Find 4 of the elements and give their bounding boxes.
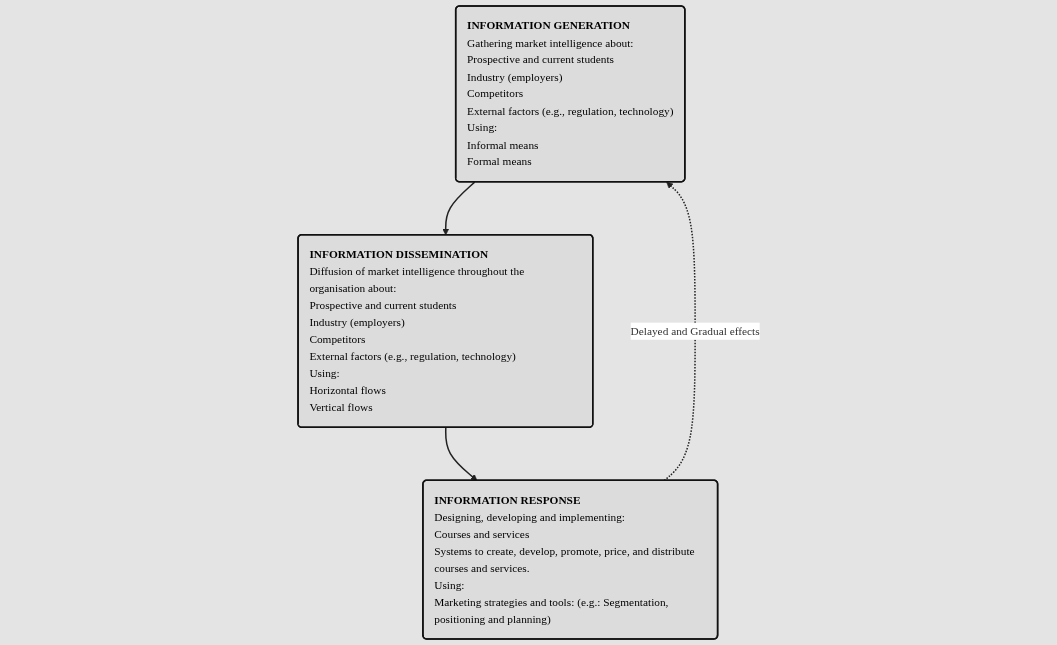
arrow — [442, 181, 476, 236]
edge-label: Delayed and Gradual effects — [630, 324, 760, 337]
arrow — [663, 181, 696, 482]
arrow — [444, 426, 477, 481]
